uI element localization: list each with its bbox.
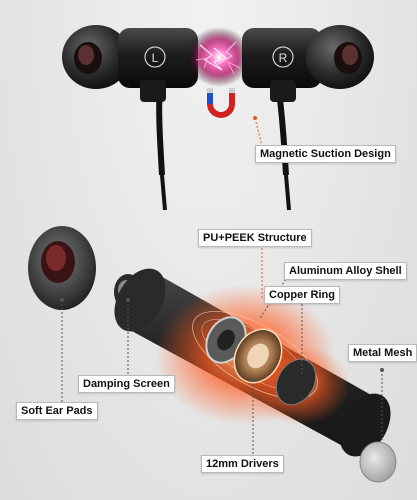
magnetic-pointer: [254, 117, 263, 147]
right-mark: R: [279, 51, 288, 65]
left-earbud-body: L: [118, 28, 198, 102]
label-drivers: 12mm Drivers: [201, 455, 284, 473]
label-aluminum-shell: Aluminum Alloy Shell: [284, 262, 407, 280]
inner-disk: [275, 358, 317, 406]
label-pu-peek: PU+PEEK Structure: [198, 229, 312, 247]
left-ear-tip: [62, 25, 130, 89]
soft-ear-pad: [28, 226, 96, 310]
left-mark: L: [152, 51, 159, 65]
pointer-lines: [61, 244, 383, 456]
right-ear-tip: [306, 25, 374, 89]
exploded-view: [28, 226, 397, 483]
right-earbud-body: R: [242, 28, 322, 102]
label-magnetic-suction: Magnetic Suction Design: [255, 145, 396, 163]
label-damping-screen: Damping Screen: [78, 375, 175, 393]
magnet-icon: [207, 88, 235, 118]
driver-disk: [233, 328, 283, 384]
earbud-pair: L R: [62, 25, 374, 211]
metal-mesh: [359, 441, 397, 483]
label-copper-ring: Copper Ring: [264, 286, 340, 304]
label-metal-mesh: Metal Mesh: [348, 344, 417, 362]
label-soft-ear-pads: Soft Ear Pads: [16, 402, 98, 420]
lightning-icon: [187, 27, 251, 87]
